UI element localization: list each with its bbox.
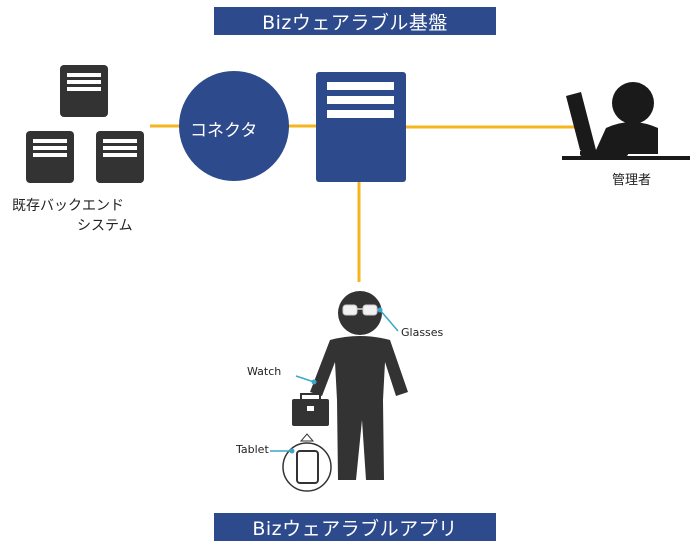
backend-server-icon <box>60 65 108 117</box>
backend-label-line1: 既存バックエンド <box>12 198 124 214</box>
connector-label: コネクタ <box>190 121 258 141</box>
tablet-label: Tablet <box>236 443 269 456</box>
glasses-icon <box>342 304 378 316</box>
glasses-callout <box>377 307 399 332</box>
platform-title-band: Bizウェアラブル基盤 <box>214 7 496 35</box>
backend-server-icon <box>26 131 74 183</box>
admin-label: 管理者 <box>612 173 652 188</box>
watch-callout <box>295 375 317 385</box>
platform-server-icon <box>316 72 406 182</box>
briefcase-icon <box>292 393 329 426</box>
person-icon <box>310 291 408 480</box>
administrator-icon <box>562 82 690 160</box>
connector-node <box>179 71 289 181</box>
glasses-label: Glasses <box>401 326 444 339</box>
app-title-band: Bizウェアラブルアプリ <box>214 513 496 541</box>
platform-title: Bizウェアラブル基盤 <box>262 11 448 34</box>
tablet-badge <box>282 433 332 492</box>
tablet-callout <box>270 448 295 454</box>
watch-label: Watch <box>247 365 282 378</box>
backend-server-icon <box>96 131 144 183</box>
backend-label-line2: システム <box>77 218 133 234</box>
app-title: Bizウェアラブルアプリ <box>252 517 458 540</box>
